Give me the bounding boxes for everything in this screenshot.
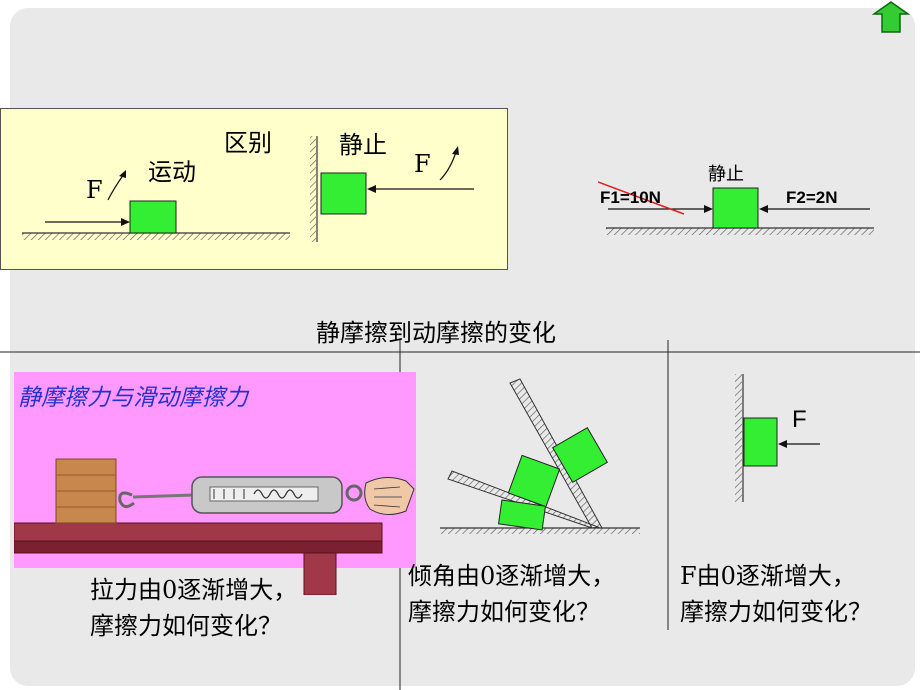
moving-label: 运动: [148, 158, 196, 186]
wall-press-illustration: [735, 374, 820, 502]
wall-block: [743, 417, 778, 467]
static-block: [320, 172, 367, 215]
force-label-right: F: [414, 150, 431, 178]
incline-block-low: [497, 499, 547, 531]
spring-scale-illustration: [14, 458, 415, 595]
wall-hatch: [310, 136, 316, 242]
ground-hatch: [22, 233, 290, 240]
up-arrow-icon[interactable]: [870, 0, 912, 34]
panel2-question-line2: 摩擦力如何变化？: [408, 598, 600, 626]
panel3-question: F由0逐渐增大， 摩擦力如何变化？: [680, 558, 872, 630]
panel1-question: 拉力由0逐渐增大， 摩擦力如何变化？: [90, 572, 297, 644]
f2-label: F2=2N: [786, 188, 838, 207]
example-static-label: 静止: [708, 164, 744, 185]
section-title: 静摩擦到动摩擦的变化: [316, 319, 556, 347]
panel-title: 静摩擦力与滑动摩擦力: [18, 385, 248, 411]
incline-block-high: [551, 426, 609, 484]
comparison-diagram: [22, 136, 474, 242]
incline-illustration: [440, 378, 640, 534]
panel2-question-line1: 倾角由0逐渐增大，: [408, 562, 616, 590]
moving-block: [129, 200, 177, 234]
incline-block-mid: [507, 454, 561, 508]
panel3-question-line2: 摩擦力如何变化？: [680, 598, 872, 626]
distinction-label: 区别: [224, 129, 272, 157]
strike-line: [598, 181, 685, 215]
panel3-question-line1: F由0逐渐增大，: [680, 562, 856, 590]
panel1-question-line1: 拉力由0逐渐增大，: [90, 576, 298, 604]
friction-example-diagram: [598, 181, 874, 235]
force-label-left: F: [86, 176, 103, 204]
panel3-force-label: F: [792, 406, 807, 433]
static-label: 静止: [339, 131, 387, 159]
panel1-question-line2: 摩擦力如何变化？: [90, 612, 282, 640]
hand: [364, 477, 415, 515]
f1-label: F1=10N: [600, 188, 661, 207]
example-block: [712, 187, 759, 229]
panel2-question: 倾角由0逐渐增大， 摩擦力如何变化？: [408, 558, 615, 630]
